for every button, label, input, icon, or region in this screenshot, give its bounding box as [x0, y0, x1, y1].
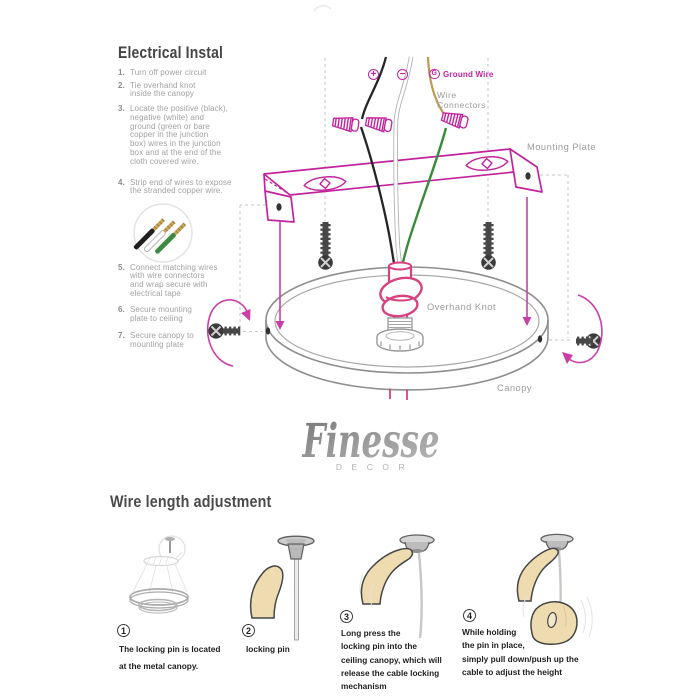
- screw-vertical-left: [318, 222, 333, 270]
- number: 3: [343, 611, 349, 622]
- canopy-label: Canopy: [497, 383, 533, 393]
- brand-logo-text: Finesse: [301, 414, 439, 469]
- step-text: Locate the positive (black),negative (wh…: [130, 104, 228, 166]
- ground-g-icon: G: [431, 70, 437, 78]
- mounting-plate-drawing: [263, 148, 543, 223]
- chandelier-sketch: [129, 535, 189, 614]
- reaching-hand: [360, 547, 414, 605]
- step-number: 7.: [118, 331, 125, 340]
- step-number: 2.: [118, 80, 125, 90]
- step-text: Turn off power circuit: [130, 68, 207, 77]
- number: 1: [120, 625, 126, 636]
- plus-icon: +: [370, 69, 377, 80]
- ground-wire-label: Ground Wire: [443, 69, 494, 79]
- number: 4: [466, 610, 472, 621]
- adjust-step-number-2: 2: [242, 624, 255, 637]
- step-number: 6.: [118, 305, 125, 314]
- step-number: 5.: [118, 262, 125, 272]
- adjust-step-number-4: 4: [463, 609, 476, 622]
- brand-logo-sub: DECOR: [336, 462, 414, 472]
- ground-wire-tan: [426, 56, 445, 115]
- step-number: 3.: [118, 104, 125, 113]
- canopy-screw-hole-left: [265, 327, 271, 335]
- press-pin-drawing: [359, 534, 435, 639]
- install-step-3: 3. Locate the positive (black),negative (…: [118, 104, 248, 167]
- screw-vertical-right: [481, 222, 496, 270]
- section-title-electrical: Electrical Instal: [118, 43, 224, 62]
- locking-pin-drawing: [249, 535, 315, 641]
- positive-symbol: +: [368, 69, 379, 80]
- overhand-knot-label: Overhand Knot: [427, 302, 497, 312]
- black-wire-bottom: [359, 126, 397, 271]
- black-wire-top: [360, 56, 388, 120]
- white-wire-core: [394, 56, 413, 271]
- top-smudge: [313, 5, 332, 12]
- canopy-screw-hole-right: [537, 335, 543, 343]
- step-number: 1.: [118, 68, 125, 77]
- adjust-cable-drawing: [516, 533, 593, 645]
- minus-icon: −: [399, 69, 406, 80]
- number: 2: [245, 625, 251, 636]
- ground-symbol: G: [429, 68, 440, 79]
- adjust-caption-2: locking pin: [246, 644, 290, 654]
- adjust-step-number-1: 1: [117, 624, 130, 637]
- stripped-wires-icon: [133, 203, 193, 263]
- holding-hand: [516, 547, 559, 602]
- threaded-nipple: [376, 317, 424, 352]
- screw-horizontal-left: [208, 323, 241, 339]
- screw-horizontal-right: [576, 333, 602, 349]
- adjust-step-number-3: 3: [340, 610, 353, 623]
- section-title-adjustment: Wire length adjustment: [110, 492, 272, 511]
- knot-loops: [379, 261, 423, 323]
- green-wire: [400, 127, 448, 271]
- wire-connectors-drawing: [331, 112, 469, 133]
- install-arrows: [206, 197, 603, 367]
- install-step-1: 1. Turn off power circuit: [118, 68, 248, 78]
- step-number: 4.: [118, 177, 125, 187]
- mounting-plate-label: Mounting Plate: [527, 142, 597, 152]
- brand-logo: Finesse DECOR: [301, 414, 439, 472]
- dashed-guides: [239, 58, 570, 341]
- cable-exit-ticks: [389, 388, 408, 400]
- negative-symbol: −: [397, 69, 408, 80]
- pointing-finger: [249, 565, 284, 619]
